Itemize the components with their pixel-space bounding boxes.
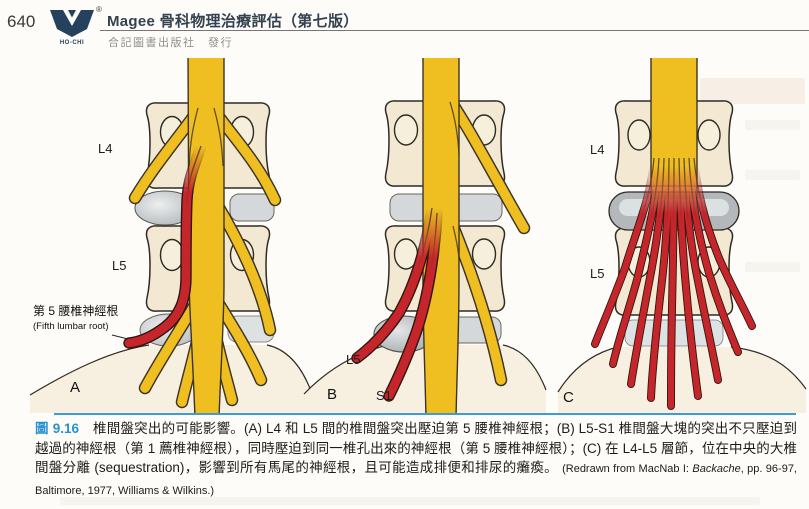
sacrum-edge-left <box>303 344 389 395</box>
root-junction-line <box>449 101 460 155</box>
sacrum-edge-right <box>730 346 807 390</box>
publisher-logo: HO-CHI <box>50 10 94 46</box>
caption-reference-prefix: (Redrawn from MacNab I: <box>562 463 693 475</box>
label-root-s1: S1 <box>376 388 392 403</box>
figure-number: 9.16 <box>52 421 79 436</box>
book-title: Magee 骨科物理治療評估（第七版） <box>107 13 359 30</box>
label-l4: L4 <box>98 141 112 156</box>
diagram-panel-b: L5 S1 B <box>303 58 547 413</box>
panel-letter-a: A <box>70 379 80 396</box>
panel-letter-b: B <box>327 386 337 403</box>
logo-notch <box>63 10 81 26</box>
page-bleedthrough <box>700 78 805 104</box>
sacrum-edge-right <box>266 344 312 392</box>
root-junction-line <box>452 225 460 259</box>
annotation-zh: 第 5 腰椎神經根 <box>33 303 118 318</box>
sacrum <box>558 347 806 413</box>
page-bleedthrough <box>745 120 800 130</box>
figure-label: 圖 <box>35 421 49 436</box>
caption-text: 椎間盤突出的可能影響。(A) L4 和 L5 間的椎間盤突出壓迫第 5 腰椎神經… <box>35 421 797 475</box>
publisher-line: 合記圖書出版社 發行 <box>108 37 233 49</box>
diagram-panel-a: L4 L5 第 5 腰椎神經根 (Fifth lumbar root) A <box>29 58 312 413</box>
diagram-panel-c: L4 L5 C <box>557 58 807 413</box>
caption-reference-suffix: , pp. 96-97, Baltimore, 1977, Williams &… <box>35 463 797 497</box>
label-l5: L5 <box>590 266 604 281</box>
annotation-pointer <box>111 334 129 340</box>
sacrum-edge-left <box>557 346 619 393</box>
root-junction-line <box>188 107 199 167</box>
root-junction-line <box>213 107 224 167</box>
page-number: 640 <box>7 12 36 31</box>
sacrum <box>30 345 311 413</box>
label-root-l5: L5 <box>346 352 360 367</box>
label-l4: L4 <box>590 142 604 157</box>
figure-caption: 圖 9.16 椎間盤突出的可能影響。(A) L4 和 L5 間的椎間盤突出壓迫第… <box>35 419 797 501</box>
label-l5: L5 <box>112 258 126 273</box>
caption-separator-rule <box>54 413 796 415</box>
annotation-en: (Fifth lumbar root) <box>33 321 109 332</box>
header-rule <box>100 30 809 32</box>
page-bleedthrough <box>60 497 760 505</box>
dural-sac <box>187 58 225 413</box>
logo-name: HO-CHI <box>60 40 84 46</box>
page-bleedthrough <box>745 262 800 272</box>
caption-reference-title: Backache <box>692 463 741 475</box>
registered-mark: ® <box>96 5 102 14</box>
panel-letter-c: C <box>563 389 574 406</box>
sacrum-edge-right <box>502 344 547 391</box>
page-bleedthrough <box>745 170 800 180</box>
disc-l4-l5-right <box>229 193 275 222</box>
